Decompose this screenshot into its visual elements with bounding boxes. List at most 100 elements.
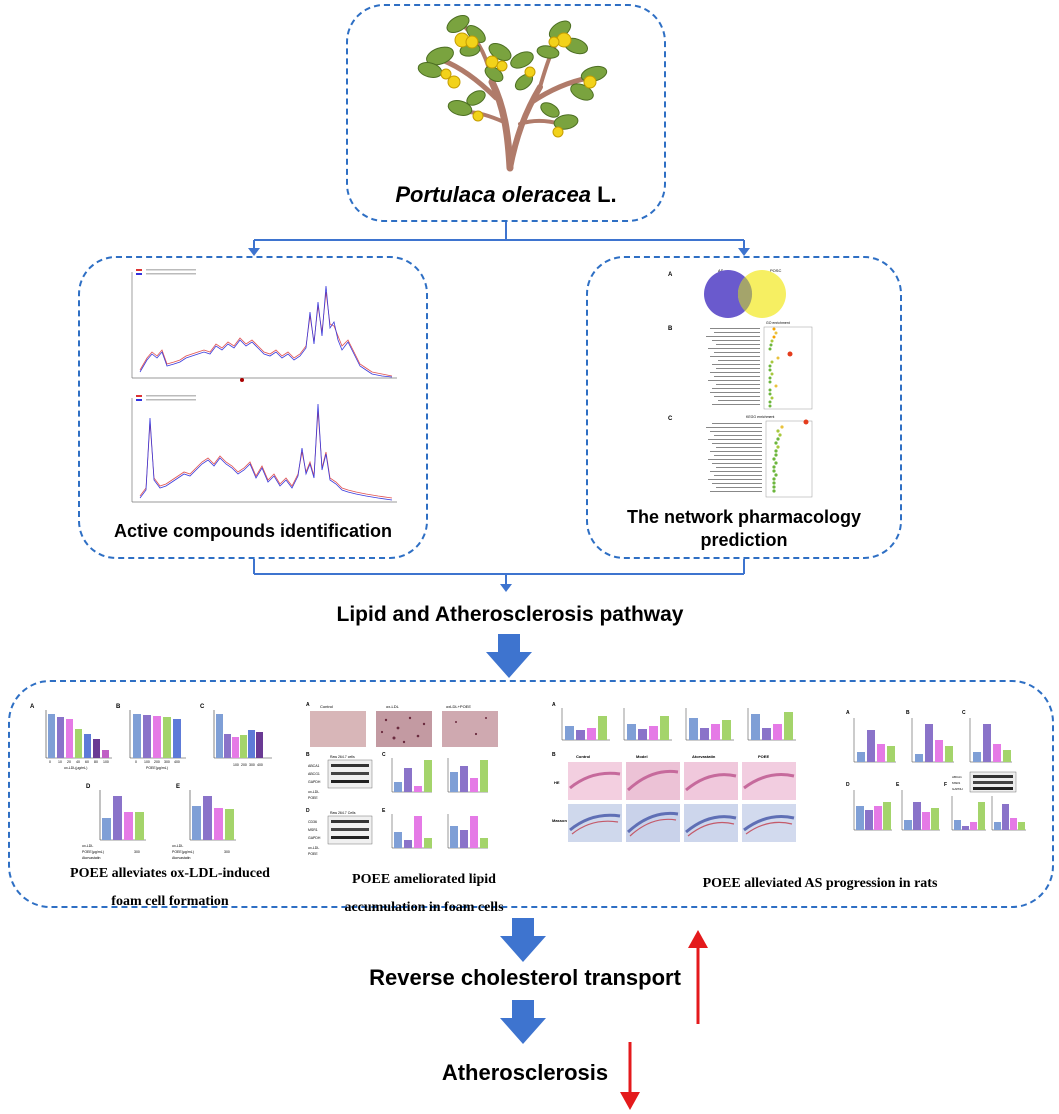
s1-axis-b: POEE(μg/mL) — [146, 766, 168, 770]
chromatogram-bottom — [131, 395, 397, 503]
blot1-row-abca1: ABCA1 — [308, 764, 320, 768]
network-pharmacology-caption: The network pharmacology prediction — [626, 507, 862, 550]
venn-right-circle — [738, 270, 786, 318]
stain-masson: Masson — [552, 818, 567, 823]
col-title-control: Control — [576, 754, 590, 759]
s2-label-a: A — [306, 702, 310, 708]
network-pharmacology-box — [586, 256, 902, 559]
rat-serum-charts: A B C D E F ABCA1 MSR1 GAPDH — [846, 710, 1026, 831]
s4-label-a: A — [846, 710, 850, 716]
s1-d-row-poee: POEE(μg/mL) — [82, 850, 104, 854]
active-compounds-caption: Active compounds identification — [113, 521, 393, 541]
foam-cell-caption: POEE alleviates ox-LDL-induced foam cell… — [70, 866, 270, 909]
s1-e-row-poee: POEE(μg/mL) — [172, 850, 194, 854]
s1-tick-b-4: 400 — [174, 760, 180, 764]
s2-label-b: B — [306, 752, 310, 758]
blot2-row-oxldl: ox-LDL — [308, 846, 319, 850]
blot1-row-poee: POEE — [308, 796, 318, 800]
s1-tick-b-0: 0 — [135, 760, 137, 764]
s1-label-d: D — [86, 784, 91, 790]
s1-e-row-atorva: Atorvastatin — [172, 856, 191, 860]
network-pharmacology-figure: A AS POSC B GO enrichment C KEGG enrichm… — [668, 268, 813, 498]
img-title-oxldl: ox-LDL — [386, 704, 400, 709]
s3-label-b: B — [552, 752, 556, 758]
s1-tick-a-6: 100 — [103, 760, 109, 764]
s1-e-row-oxldl: ox-LDL — [172, 844, 183, 848]
s2-label-e: E — [382, 808, 386, 814]
lipid-accumulation-caption: POEE ameliorated lipid accumulation in f… — [344, 872, 504, 915]
reverse-cholesterol-label: Reverse cholesterol transport — [369, 965, 681, 990]
blot1-row-gapdh: GAPDH — [308, 780, 321, 784]
s1-label-a: A — [30, 704, 35, 710]
s4-label-f: F — [944, 782, 947, 788]
rat-progression-caption: POEE alleviated AS progression in rats — [702, 876, 938, 891]
pathway-label: Lipid and Atherosclerosis pathway — [336, 603, 684, 626]
blot2-row-gapdh: GAPDH — [308, 836, 321, 840]
chromatogram-top — [131, 269, 397, 382]
blot2-row-msr1: MSR1 — [308, 828, 318, 832]
s4-blot-abca1: ABCA1 — [952, 775, 962, 779]
s1-tick-c-2: 300 — [249, 763, 255, 767]
panel-a-label: A — [668, 272, 673, 278]
panel-b-label: B — [668, 326, 673, 332]
s1-tick-a-3: 40 — [76, 760, 80, 764]
s4-label-b: B — [906, 710, 910, 716]
s2-label-d: D — [306, 808, 310, 814]
rat-histology-figure: A B Control Model Atorvastatin POEE HE M… — [552, 702, 796, 842]
active-compounds-box — [78, 256, 428, 559]
venn-left-circle — [704, 270, 752, 318]
img-title-oxldl-poee: oxLDL+POEE — [446, 704, 471, 709]
panel-c-label: C — [668, 416, 673, 422]
s1-d-row-oxldl: ox-LDL — [82, 844, 93, 848]
s1-tick-b-2: 200 — [154, 760, 160, 764]
col-title-model: Model — [636, 754, 648, 759]
s2-label-c: C — [382, 752, 386, 758]
down-arrow-2 — [500, 918, 546, 962]
s1-tick-a-1: 10 — [58, 760, 62, 764]
s1-tick-a-2: 20 — [67, 760, 71, 764]
s4-label-e: E — [896, 782, 900, 788]
s1-label-e: E — [176, 784, 180, 790]
s1-tick-b-1: 100 — [144, 760, 150, 764]
s1-tick-a-4: 60 — [85, 760, 89, 764]
s1-d-value-300: 300 — [134, 850, 140, 854]
blot1-row-abcg1: ABCG1 — [308, 772, 320, 776]
s4-blot-msr1: MSR1 — [952, 781, 961, 785]
red-up-arrow — [688, 930, 708, 1024]
s1-tick-a-0: 0 — [49, 760, 51, 764]
red-down-arrow — [620, 1042, 640, 1110]
s1-tick-c-1: 200 — [241, 763, 247, 767]
down-arrow-1 — [486, 634, 532, 678]
atherosclerosis-label: Atherosclerosis — [441, 1060, 609, 1085]
s4-blot-gapdh: GAPDH — [952, 787, 963, 791]
venn-right-label: POSC — [770, 268, 781, 273]
lipid-accumulation-figure: A Control ox-LDL oxLDL+POEE B Raw 264.7 … — [306, 702, 498, 856]
go-title: GO enrichment — [766, 321, 790, 325]
down-arrow-3 — [500, 1000, 546, 1044]
s1-tick-c-0: 100 — [233, 763, 239, 767]
kegg-title: KEGG enrichment — [746, 415, 774, 419]
s1-tick-a-5: 80 — [94, 760, 98, 764]
s4-label-c: C — [962, 710, 966, 716]
plant-box — [346, 4, 666, 222]
blot2-row-cd36: CD36 — [308, 820, 317, 824]
img-title-control: Control — [320, 704, 333, 709]
stain-he: HE — [554, 780, 560, 785]
s1-e-value-300: 300 — [224, 850, 230, 854]
experiment-results-box — [8, 680, 1054, 908]
s1-tick-b-3: 300 — [164, 760, 170, 764]
s1-label-c: C — [200, 704, 205, 710]
blot1-title: Raw 264.7 cells — [330, 755, 355, 759]
plant-name: Portulaca oleracea L. — [395, 182, 617, 207]
s1-tick-c-3: 400 — [257, 763, 263, 767]
s3-label-a: A — [552, 702, 556, 708]
venn-left-label: AS — [718, 268, 724, 273]
s1-axis-a: ox-LDL(μg/mL) — [64, 766, 87, 770]
col-title-poee: POEE — [758, 754, 769, 759]
portulaca-plant-illustration — [417, 14, 608, 172]
blot2-title: Raw 264.7 Cells — [330, 811, 356, 815]
col-title-atorvastatin: Atorvastatin — [692, 754, 716, 759]
s1-d-row-atorva: Atorvastatin — [82, 856, 101, 860]
foam-cell-charts: A 0 10 20 40 60 80 100 ox-LDL(μg/mL) B 0… — [30, 704, 272, 860]
